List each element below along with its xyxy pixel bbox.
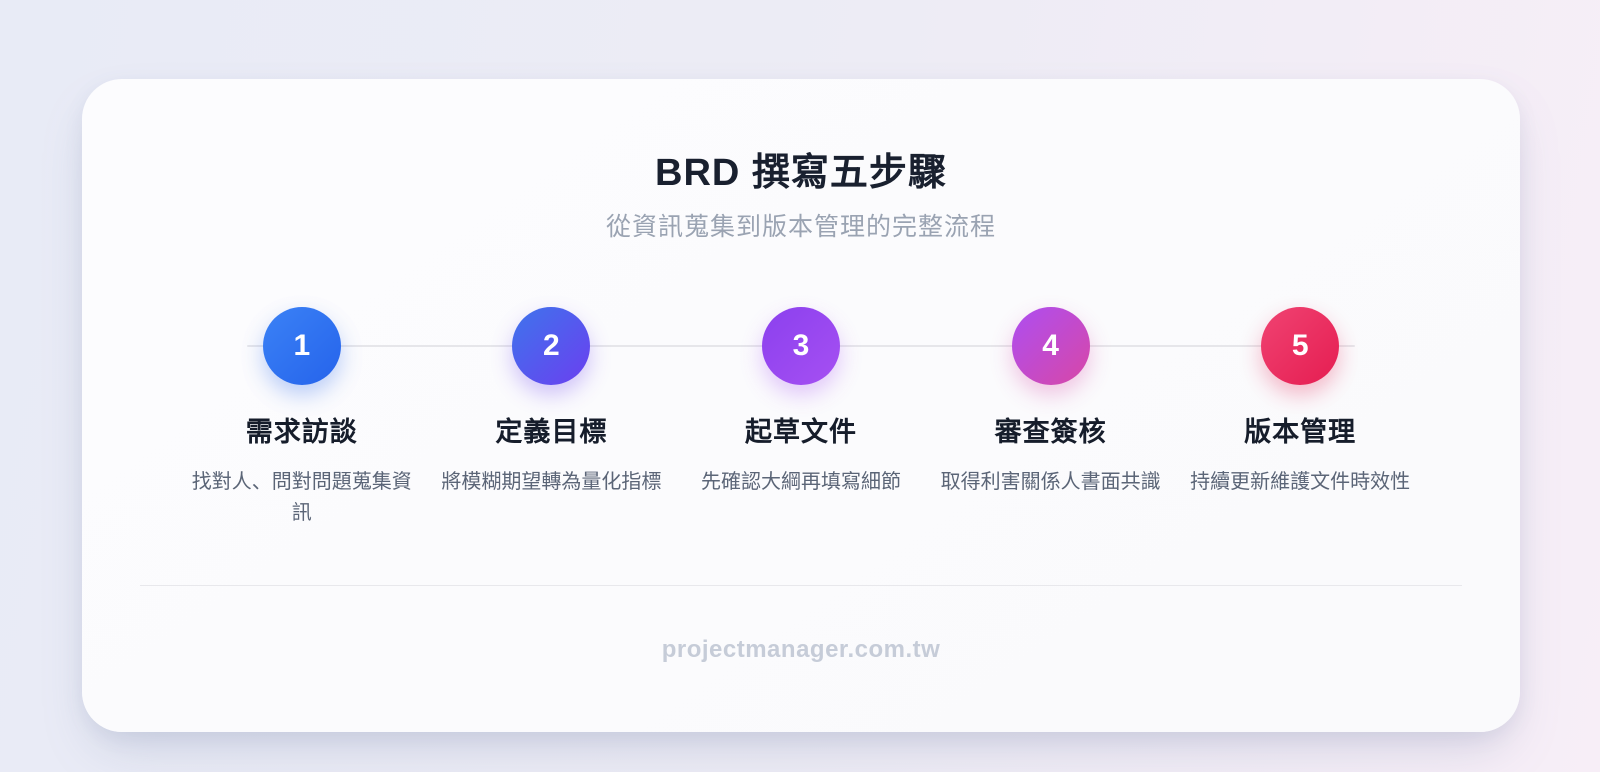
step-3-number-badge: 3 xyxy=(761,307,840,386)
step-2-title: 定義目標 xyxy=(495,417,608,448)
step-3-number: 3 xyxy=(792,329,810,363)
step-4-description: 取得利害關係人書面共識 xyxy=(940,470,1161,493)
step-1-number: 1 xyxy=(293,329,311,363)
step-item-2: 2 定義目標 將模糊期望轉為量化指標 xyxy=(427,307,677,498)
step-3-title: 起草文件 xyxy=(744,417,857,448)
step-1-description: 找對人、問對問題蒐集資訊 xyxy=(191,470,412,524)
step-1-title: 需求訪談 xyxy=(245,417,358,448)
step-item-4: 4 審查簽核 取得利害關係人書面共識 xyxy=(926,307,1176,498)
step-item-5: 5 版本管理 持續更新維護文件時效性 xyxy=(1175,307,1425,498)
step-4-number-badge: 4 xyxy=(1011,307,1090,386)
step-2-number-badge: 2 xyxy=(512,307,591,386)
infographic-card: BRD 撰寫五步驟 從資訊蒐集到版本管理的完整流程 1 需求訪談 找對人、問對問… xyxy=(82,79,1520,732)
step-5-number-badge: 5 xyxy=(1261,307,1340,386)
steps-timeline: 1 需求訪談 找對人、問對問題蒐集資訊 2 定義目標 將模糊期望轉為量化指標 3… xyxy=(177,307,1425,529)
page-subtitle: 從資訊蒐集到版本管理的完整流程 xyxy=(605,212,996,241)
step-1-number-badge: 1 xyxy=(262,307,341,386)
page-title: BRD 撰寫五步驟 xyxy=(655,152,947,194)
step-5-number: 5 xyxy=(1291,329,1309,363)
step-4-number: 4 xyxy=(1042,329,1059,363)
footer-divider xyxy=(140,584,1462,586)
step-4-title: 審查簽核 xyxy=(994,417,1107,448)
step-5-description: 持續更新維護文件時效性 xyxy=(1190,470,1411,493)
step-5-title: 版本管理 xyxy=(1244,417,1357,448)
step-item-3: 3 起草文件 先確認大綱再填寫細節 xyxy=(676,307,926,498)
step-3-description: 先確認大綱再填寫細節 xyxy=(700,470,901,493)
step-2-description: 將模糊期望轉為量化指標 xyxy=(441,470,662,493)
step-2-number: 2 xyxy=(543,329,560,363)
step-item-1: 1 需求訪談 找對人、問對問題蒐集資訊 xyxy=(177,307,427,529)
website-credit: projectmanager.com.tw xyxy=(661,635,941,663)
